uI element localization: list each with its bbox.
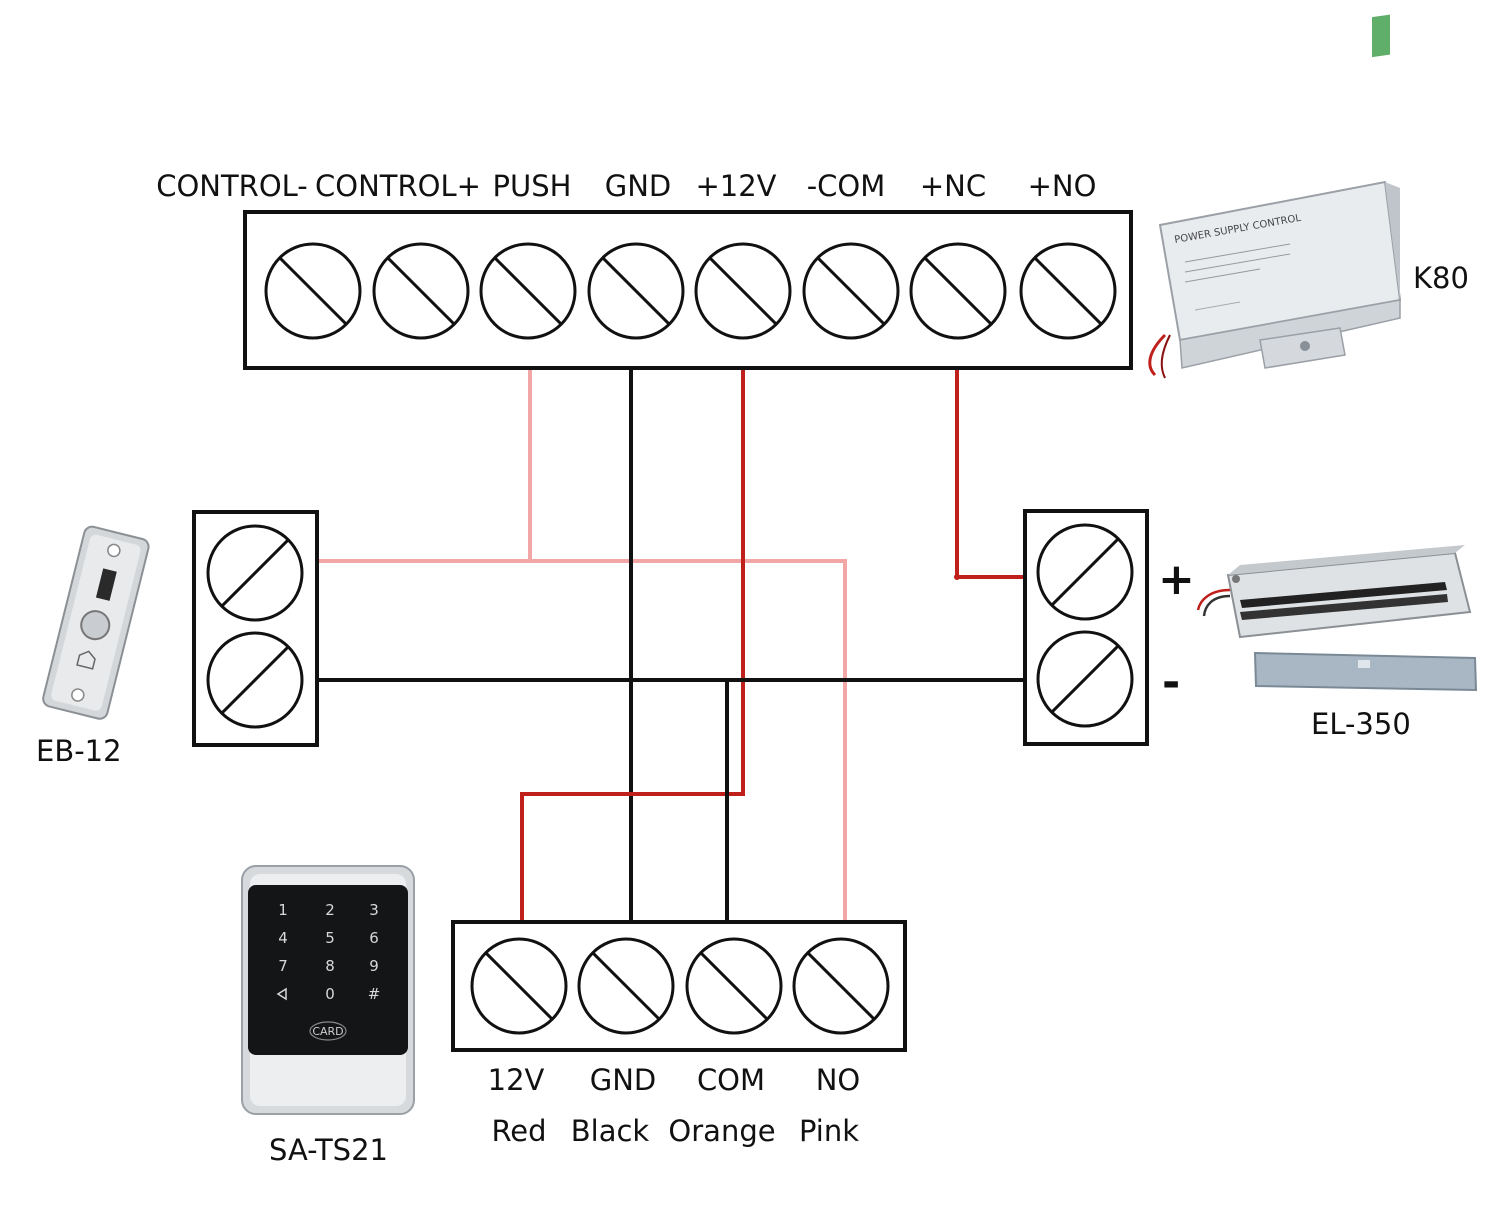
reader-terminal-block: 12V Red GND Black COM Orange NO Pink (451, 920, 907, 1148)
keypad-key: 0 (325, 985, 335, 1003)
k80-terminal-screw-4 (694, 242, 792, 340)
reader-terminal-label: GND (590, 1063, 657, 1097)
wire-nc-to-lock-plus (955, 368, 1026, 579)
reader-terminal-label: NO (816, 1063, 861, 1097)
k80-terminal-screw-7 (1019, 242, 1117, 340)
wire-reader-no (530, 559, 847, 922)
reader-name: SA-TS21 (269, 1133, 388, 1167)
lock-screw-minus (1036, 630, 1134, 728)
keypad-key: 3 (369, 901, 379, 919)
keypad-key: # (368, 985, 381, 1003)
k80-terminal-label: CONTROL- (156, 169, 308, 203)
k80-terminal-screw-5 (802, 242, 900, 340)
keypad-reader-picture: 1 2 3 4 5 6 7 8 9 0 # CARD SA-TS21 (241, 865, 415, 1167)
reader-wire-color-label: Black (571, 1114, 650, 1148)
keypad-key: 9 (369, 957, 379, 975)
doorbell-icon (276, 987, 287, 1001)
keypad-key: 6 (369, 929, 379, 947)
lock-minus-sign: - (1162, 657, 1180, 708)
k80-terminal-label: +NO (1028, 169, 1097, 203)
card-label: CARD (312, 1025, 343, 1038)
exit-button-screw-bottom (206, 631, 304, 729)
lock-name: EL-350 (1311, 707, 1411, 741)
wire-push-to-exit-button (316, 368, 532, 563)
k80-terminal-label: +12V (695, 169, 776, 203)
keypad-key: 4 (278, 929, 288, 947)
keypad-key: 2 (325, 901, 335, 919)
reader-terminal-label: COM (697, 1063, 765, 1097)
exit-button-picture: EB-12 (36, 525, 150, 768)
reader-wire-color-label: Orange (668, 1114, 775, 1148)
reader-wire-color-label: Pink (799, 1114, 859, 1148)
wires (316, 368, 1026, 922)
reader-wire-color-label: Red (491, 1114, 546, 1148)
k80-terminal-screw-6 (909, 242, 1007, 340)
k80-terminal-label: PUSH (493, 169, 572, 203)
exit-button-screw-top (206, 524, 304, 622)
lock-plus-sign: + (1158, 554, 1195, 605)
magnetic-lock-picture: EL-350 (1196, 545, 1478, 741)
reader-terminal-screw-0 (470, 937, 568, 1035)
k80-power-supply-picture: POWER SUPPLY CONTROL K80 (1148, 14, 1469, 379)
k80-terminal-label: CONTROL+ (315, 169, 481, 203)
exit-button-terminal-block (192, 510, 319, 747)
keypad-key: 7 (278, 957, 288, 975)
k80-terminal-label: GND (605, 169, 672, 203)
keypad-key: 8 (325, 957, 335, 975)
k80-terminal-label: +NC (920, 169, 986, 203)
reader-terminal-screw-1 (577, 937, 675, 1035)
keypad-key: 1 (278, 901, 288, 919)
reader-terminal-screw-2 (685, 937, 783, 1035)
lock-terminal-block: + - (1023, 509, 1195, 746)
k80-terminal-screw-1 (372, 242, 470, 340)
k80-terminal-block: CONTROL-CONTROL+ PUSH GND +12V -COM +NC +NO (156, 169, 1133, 370)
k80-terminal-screw-2 (479, 242, 577, 340)
k80-terminal-screw-3 (587, 242, 685, 340)
k80-name: K80 (1413, 261, 1469, 295)
k80-terminal-screw-0 (264, 242, 362, 340)
k80-terminal-label: -COM (807, 169, 886, 203)
reader-terminal-label: 12V (488, 1063, 545, 1097)
wire-12v (520, 368, 745, 922)
lock-screw-plus (1036, 523, 1134, 621)
wire-junction-dot (954, 574, 960, 580)
exit-button-name: EB-12 (36, 734, 122, 768)
keypad-key: 5 (325, 929, 335, 947)
reader-terminal-screw-3 (792, 937, 890, 1035)
